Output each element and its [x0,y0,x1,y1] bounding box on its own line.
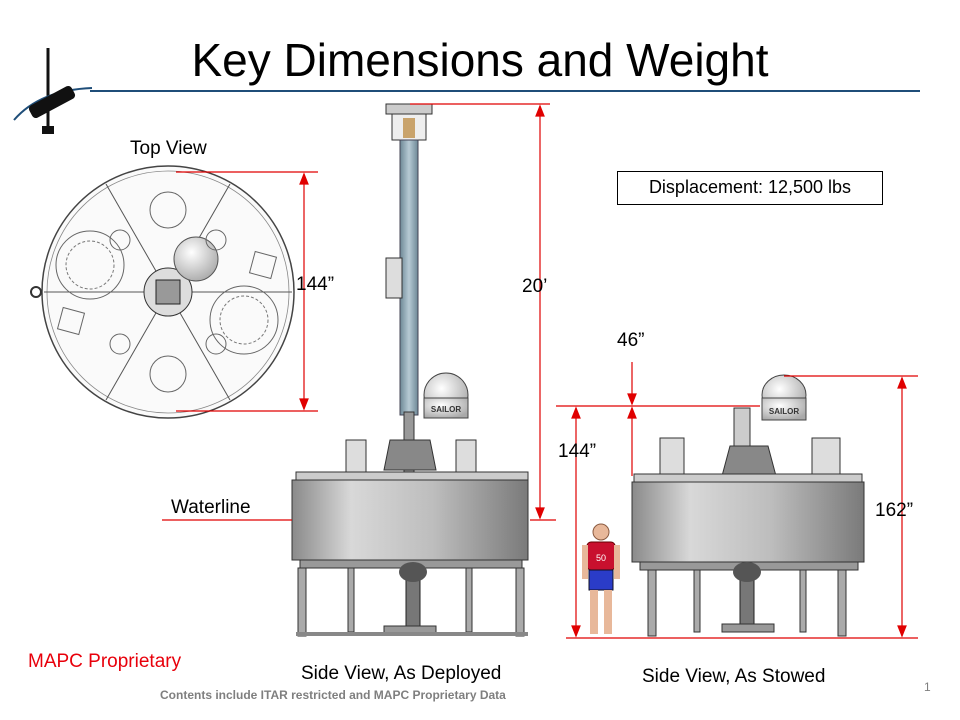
dimension-lines [176,103,918,639]
proprietary-label: MAPC Proprietary [28,651,182,672]
human-scale-figure [582,523,620,634]
deployed-side-drawing [291,103,529,637]
stowed-side-drawing [631,374,865,637]
logo-icon [13,48,93,134]
dome-label-deployed: SAILOR [431,405,461,414]
top-view-drawing [30,165,295,419]
slide-title: Key Dimensions and Weight [191,34,769,86]
top-view-label: Top View [130,138,207,159]
itar-notice: Contents include ITAR restricted and MAP… [160,688,506,702]
top-diameter-dimension: 144” [296,274,335,295]
waterline-label: Waterline [171,497,251,518]
deployed-view-caption: Side View, As Deployed [301,663,502,684]
page-number: 1 [924,680,931,694]
displacement-box: Displacement: 12,500 lbs [617,171,883,205]
figure-shirt-number: 50 [596,553,606,563]
mast-height-dimension: 20’ [522,276,548,297]
stowed-view-caption: Side View, As Stowed [642,666,826,687]
stowed-total-dimension: 162” [875,500,914,521]
dome-offset-dimension: 46” [617,330,645,351]
dome-label-stowed: SAILOR [769,407,799,416]
stowed-body-dimension: 144” [558,441,597,462]
